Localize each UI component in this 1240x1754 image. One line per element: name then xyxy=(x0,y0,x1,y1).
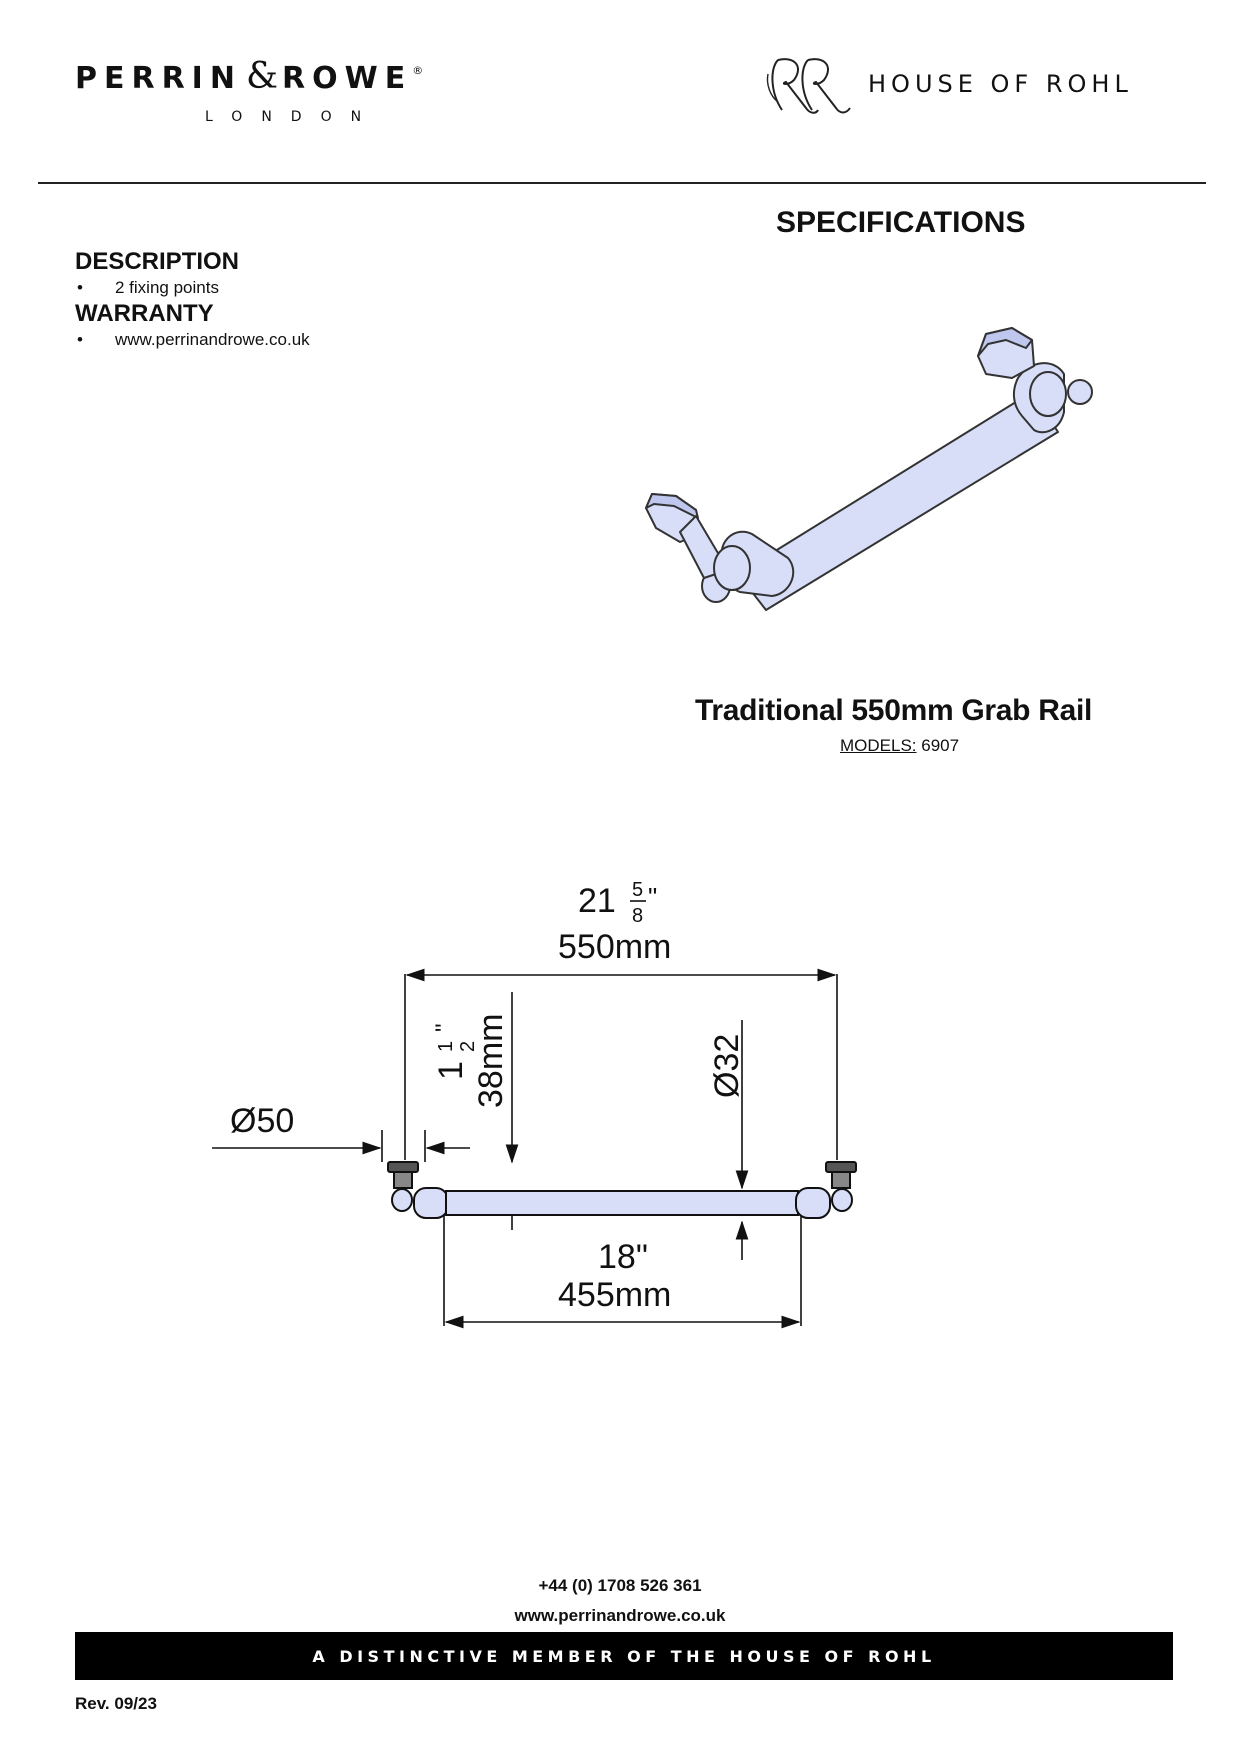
projection-mm-label: 38mm xyxy=(472,1014,510,1108)
left-end-cap xyxy=(713,545,751,591)
models-line: MODELS: 6907 xyxy=(840,736,959,756)
brand-name-perrin: PERRIN xyxy=(75,61,242,96)
left-post-stem xyxy=(393,1171,413,1189)
right-end-boss-elev xyxy=(795,1187,831,1219)
rail-tube xyxy=(737,391,1059,611)
footer-website-link[interactable]: www.perrinandrowe.co.uk xyxy=(514,1606,726,1625)
brand-city: LONDON xyxy=(205,109,381,125)
brand-ampersand: & xyxy=(245,56,278,97)
models-value: 6907 xyxy=(916,736,960,755)
house-of-rohl-logo-text: HOUSE OF ROHL xyxy=(868,70,1133,98)
footer-phone: +44 (0) 1708 526 361 xyxy=(538,1576,702,1595)
product-title: Traditional 550mm Grab Rail xyxy=(695,694,1093,727)
left-knob xyxy=(391,1188,413,1212)
overall-inch-mark: " xyxy=(648,882,657,912)
bullet-icon: • xyxy=(77,330,83,349)
footer-banner-text: A DISTINCTIVE MEMBER OF THE HOUSE OF ROH… xyxy=(312,1646,936,1666)
overall-inch-den: 8 xyxy=(632,905,643,927)
perrin-rowe-logo: PERRIN&ROWE® LONDON xyxy=(75,56,515,125)
rail-elevation xyxy=(387,1161,857,1219)
projection-inch-whole: 1 xyxy=(432,1061,470,1080)
flange-dia-label: Ø50 xyxy=(230,1102,294,1140)
overall-mm-label: 550mm xyxy=(558,928,671,966)
right-post-stem xyxy=(831,1171,851,1189)
right-flange xyxy=(825,1161,857,1173)
right-knob xyxy=(831,1188,853,1212)
warranty-link[interactable]: www.perrinandrowe.co.uk xyxy=(115,330,310,349)
brand-name-rowe: ROWE xyxy=(282,61,413,96)
inner-inch-label: 18" xyxy=(598,1238,648,1276)
brand-name: PERRIN&ROWE® xyxy=(75,56,515,97)
rail-tube-elev xyxy=(445,1190,799,1216)
footer-banner: A DISTINCTIVE MEMBER OF THE HOUSE OF ROH… xyxy=(75,1632,1173,1680)
inner-mm-label: 455mm xyxy=(558,1276,671,1314)
description-item: • 2 fixing points xyxy=(75,278,219,298)
dimension-drawing: 21 5 8 " 550mm Ø50 1 1 2 " 38mm Ø32 18" … xyxy=(212,879,857,1329)
left-backplate-top xyxy=(645,493,699,519)
left-flange xyxy=(387,1161,419,1173)
tube-dia-label: Ø32 xyxy=(708,1034,746,1098)
header-divider xyxy=(38,182,1206,184)
projection-inch-den: 2 xyxy=(457,1041,479,1052)
right-end-cap xyxy=(1029,371,1067,417)
warranty-item: • www.perrinandrowe.co.uk xyxy=(75,330,310,350)
right-backplate-top xyxy=(977,327,1033,357)
left-end-boss-elev xyxy=(413,1187,449,1219)
overall-inch-num: 5 xyxy=(632,879,643,901)
models-label: MODELS: xyxy=(840,736,917,755)
right-post xyxy=(1067,379,1093,405)
warranty-heading: WARRANTY xyxy=(75,300,214,327)
product-render-image xyxy=(645,327,1093,611)
rohl-monogram-icon xyxy=(766,58,851,114)
description-heading: DESCRIPTION xyxy=(75,248,240,275)
projection-inch-mark: " xyxy=(431,1023,458,1032)
description-item-text: 2 fixing points xyxy=(115,278,219,297)
projection-inch-num: 1 xyxy=(435,1041,457,1052)
specifications-title: SPECIFICATIONS xyxy=(776,206,1026,239)
revision-label: Rev. 09/23 xyxy=(75,1694,157,1713)
bullet-icon: • xyxy=(77,278,83,297)
registered-mark: ® xyxy=(412,64,424,77)
overall-inch-whole: 21 xyxy=(578,882,616,920)
